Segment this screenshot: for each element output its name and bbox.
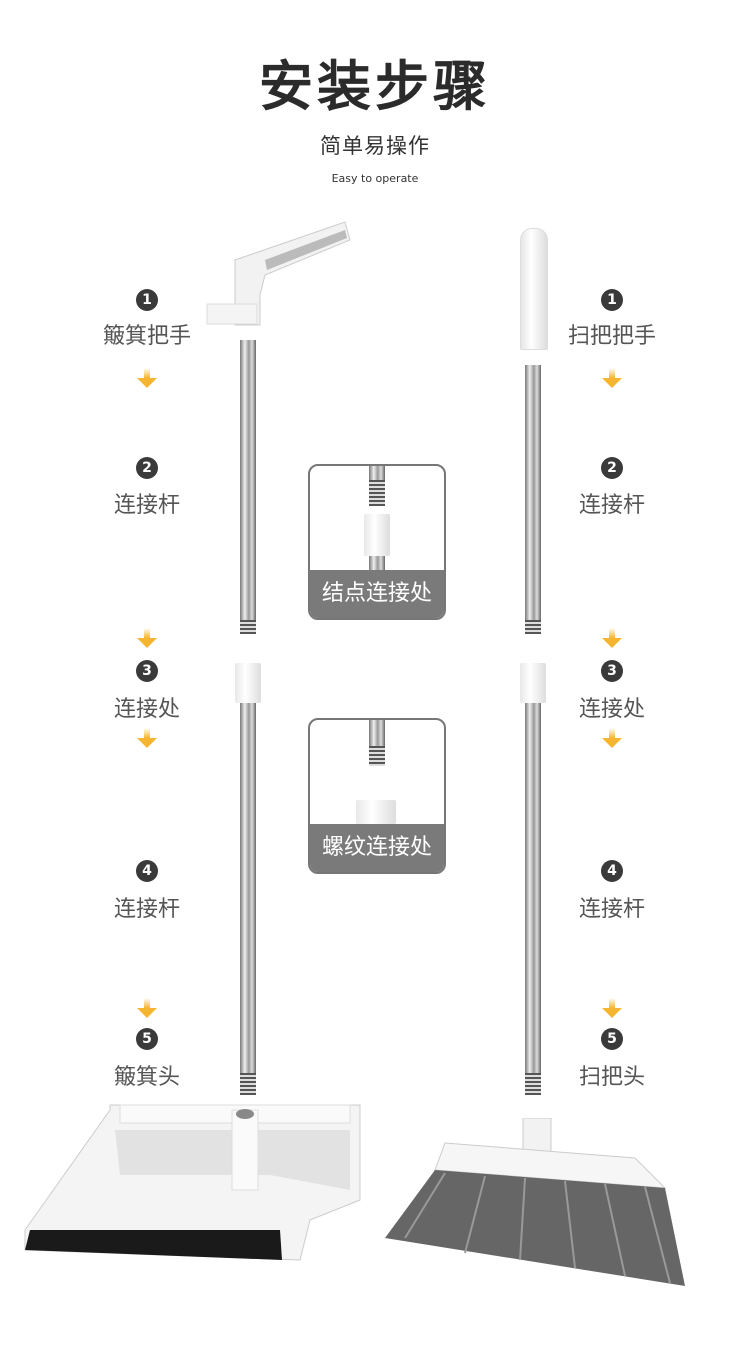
step-label: 扫把头 <box>578 1065 645 1090</box>
step-number-badge: 2 <box>136 457 158 479</box>
dustpan-head <box>24 1104 361 1261</box>
joint-connection-inset: 结点连接处 <box>308 464 446 620</box>
thread-connection-inset: 螺纹连接处 <box>308 718 446 874</box>
connector-sleeve <box>235 663 261 703</box>
step-number-badge: 1 <box>136 289 158 311</box>
step-number-badge: 4 <box>136 860 158 882</box>
step-number-badge: 5 <box>601 1028 623 1050</box>
step-label: 连接处 <box>578 697 645 722</box>
step-number-badge: 5 <box>136 1028 158 1050</box>
dustpan-pole-lower <box>240 703 256 1073</box>
thread <box>240 1073 256 1095</box>
subtitle-english: Easy to operate <box>331 172 419 185</box>
dustpan-handle <box>206 221 351 326</box>
step-label: 簸箕把手 <box>102 324 191 349</box>
step-label: 簸箕头 <box>113 1065 180 1090</box>
step-number-badge: 1 <box>601 289 623 311</box>
step-label: 连接处 <box>113 697 180 722</box>
step-number-badge: 3 <box>136 660 158 682</box>
step-label: 连接杆 <box>113 897 180 922</box>
thread <box>240 620 256 634</box>
broom-head <box>385 1118 685 1286</box>
broom-pole-lower <box>525 703 541 1073</box>
dustpan-pole-upper <box>240 340 256 620</box>
step-number-badge: 2 <box>601 457 623 479</box>
thread <box>525 1073 541 1095</box>
step-number-badge: 4 <box>601 860 623 882</box>
step-number-badge: 3 <box>601 660 623 682</box>
step-label: 连接杆 <box>578 897 645 922</box>
inset-caption: 螺纹连接处 <box>310 824 444 872</box>
step-label: 连接杆 <box>113 493 180 518</box>
inset-caption: 结点连接处 <box>310 570 444 618</box>
connector-sleeve <box>520 663 546 703</box>
page-title: 安装步骤 <box>259 55 491 118</box>
broom-handle <box>520 228 548 350</box>
thread <box>525 620 541 634</box>
step-label: 连接杆 <box>578 493 645 518</box>
broom-pole-upper <box>525 365 541 620</box>
subtitle: 简单易操作 <box>320 134 430 158</box>
step-label: 扫把把手 <box>567 324 656 349</box>
